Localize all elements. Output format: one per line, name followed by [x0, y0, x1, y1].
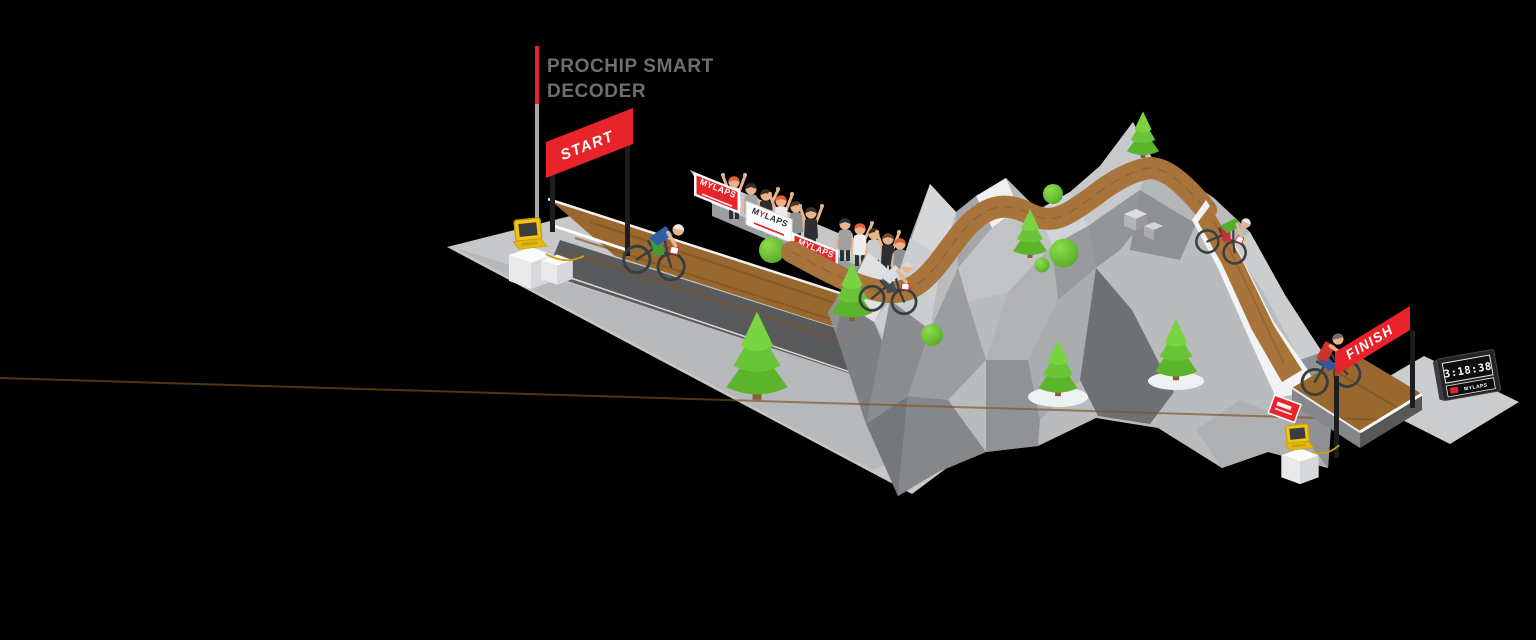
banner-substrip: [702, 193, 732, 207]
bush: [1049, 238, 1079, 268]
finish-area: FINISH 3:18:38 MYLAPS: [0, 306, 1519, 484]
finish-ground: [1355, 356, 1519, 444]
prochip-decoder-finish: [1281, 423, 1340, 484]
start-gate-pole-left: [550, 168, 555, 232]
start-banner: [546, 108, 633, 178]
prochip-label-line1: PROCHIP SMART: [547, 56, 714, 77]
prochip-label-line2: DECODER: [547, 81, 646, 102]
finish-banner: [1335, 306, 1410, 376]
finish-gate-pole-right: [1410, 330, 1415, 408]
callout: PROCHIP SMART DECODER: [535, 46, 714, 229]
mylaps-banner-1: MYLAPS: [694, 172, 740, 214]
start-gate-pole-right: [625, 112, 630, 256]
bush: [1034, 257, 1050, 273]
snow-patch: [1028, 387, 1088, 407]
prochip-decoder-start: [509, 217, 585, 289]
bush: [1043, 184, 1063, 204]
snow-patch: [1148, 372, 1204, 390]
clock-brand: MYLAPS: [1464, 382, 1489, 392]
bush: [921, 324, 943, 346]
finish-edge-stripe: [1291, 387, 1361, 433]
decoder-cable: [1311, 444, 1340, 454]
clock-brand-chip: [1449, 386, 1459, 394]
mylaps-mini-sign: [1267, 394, 1302, 424]
timing-loop-start: [553, 224, 631, 253]
ramp-plank: [0, 377, 1387, 421]
rock-cubes: [1124, 209, 1163, 240]
finish-ramp: [1292, 352, 1422, 432]
bush: [759, 237, 785, 263]
banner-substrip: [754, 222, 784, 236]
finish-ramp-side: [1292, 388, 1360, 448]
finish-clock: 3:18:38 MYLAPS: [1432, 349, 1502, 401]
finish-gate-pole-left: [1334, 376, 1339, 458]
decoder-cable: [545, 253, 585, 262]
finish-ramp-front: [1360, 394, 1422, 448]
